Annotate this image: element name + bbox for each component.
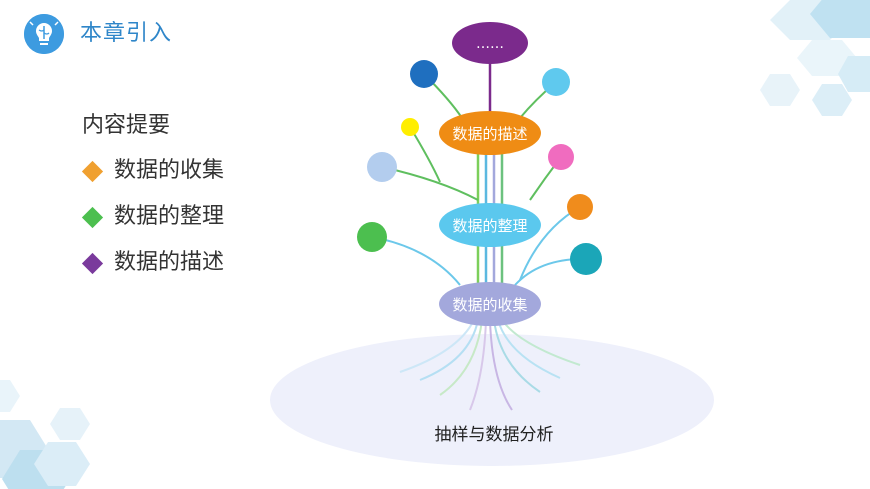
outline-item-organize: 数据的整理: [81, 200, 225, 234]
trunk: [476, 62, 504, 290]
root-lines: [399, 319, 581, 411]
outline-item-label: 数据的收集: [114, 158, 225, 183]
brain-lightbulb-icon: [24, 14, 64, 54]
outline-item-label: 数据的描述: [114, 250, 225, 275]
node-describe-label: 数据的描述: [452, 125, 527, 143]
leaf-circle: [357, 222, 387, 252]
leaf-circle: [548, 144, 574, 170]
outline-item-label: 数据的整理: [114, 204, 225, 229]
node-organize: 数据的整理: [439, 203, 541, 247]
outline-item-collect: 数据的收集: [81, 154, 225, 188]
outline-title: 内容提要: [82, 113, 171, 138]
diamond-bullet-icon: [81, 160, 104, 182]
diamond-bullet-icon: [81, 252, 104, 274]
node-describe: 数据的描述: [439, 111, 541, 155]
base-ellipse: [270, 334, 714, 466]
hexagon-decoration-bottom-left: [0, 380, 90, 489]
outline-item-describe: 数据的描述: [81, 246, 225, 280]
chapter-title: 本章引入: [80, 21, 173, 46]
leaf-circle: [401, 118, 419, 136]
node-collect: 数据的收集: [439, 282, 541, 326]
top-node-label: ……: [476, 36, 504, 52]
leaf-circle: [570, 243, 602, 275]
node-collect-label: 数据的收集: [452, 296, 527, 314]
leaf-circle: [367, 152, 397, 182]
node-organize-label: 数据的整理: [452, 217, 527, 235]
top-node: [452, 22, 528, 64]
base-label: 抽样与数据分析: [435, 425, 554, 445]
leaf-circles: [357, 60, 602, 275]
leaf-circle: [567, 194, 593, 220]
leaf-circle: [410, 60, 438, 88]
leaf-circle: [542, 68, 570, 96]
hexagon-decoration-top-right: [760, 0, 870, 116]
diamond-bullet-icon: [81, 206, 104, 228]
